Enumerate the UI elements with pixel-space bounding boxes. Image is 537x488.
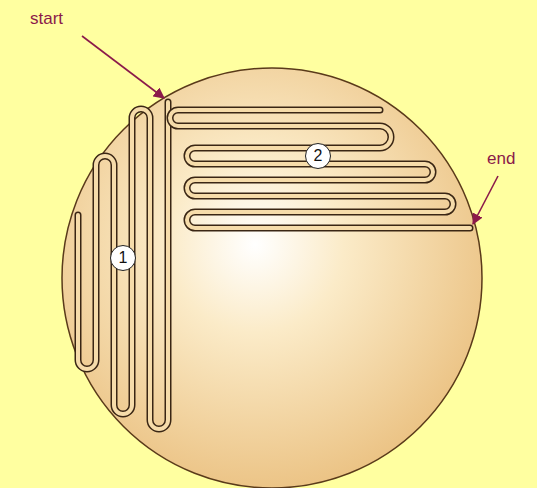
streaks <box>78 102 470 429</box>
callout-circle: 1 <box>110 245 136 271</box>
petri-dish <box>62 68 482 488</box>
callout-number: 1 <box>119 250 128 266</box>
streak-2-fill <box>170 110 470 228</box>
streak-1-fill <box>78 102 168 429</box>
end-leader <box>473 176 498 224</box>
streak-1-outline <box>78 102 168 429</box>
callout-number: 2 <box>314 148 323 164</box>
pointer-label: start <box>30 10 63 29</box>
pointer-label: end <box>487 150 515 169</box>
streak-2-outline <box>170 110 470 228</box>
callout-circle: 2 <box>305 143 331 169</box>
start-leader <box>82 36 164 98</box>
